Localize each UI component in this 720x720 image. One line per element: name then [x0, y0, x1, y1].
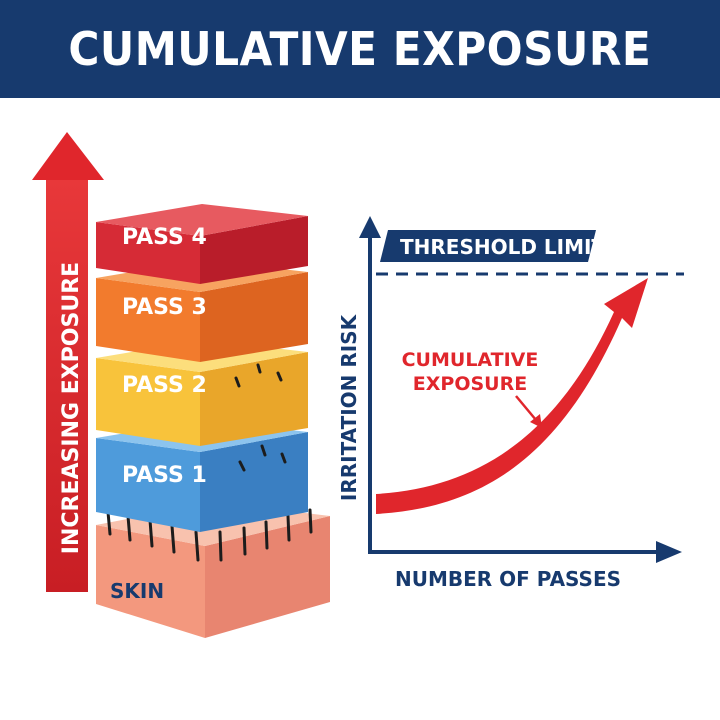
- curve-label-line1: CUMULATIVE: [402, 349, 539, 371]
- threshold-label: THRESHOLD LIMIT: [400, 235, 605, 259]
- pass-2-label: PASS 2: [122, 373, 207, 398]
- title-banner: CUMULATIVE EXPOSURE: [0, 0, 720, 98]
- pass-1-label: PASS 1: [122, 463, 207, 488]
- x-axis-arrowhead: [656, 541, 682, 563]
- pass-4-layer: PASS 4: [96, 204, 308, 284]
- threshold-label-tag: [380, 230, 596, 262]
- y-axis-label: IRRITATION RISK: [337, 313, 361, 501]
- page-title: CUMULATIVE EXPOSURE: [68, 22, 652, 76]
- curve-label-pointer: [515, 395, 542, 428]
- y-axis-arrowhead: [359, 216, 381, 238]
- increasing-exposure-label: INCREASING EXPOSURE: [59, 262, 84, 554]
- chart: THRESHOLD LIMIT IRRITATION RISK NUMBER O…: [337, 216, 684, 591]
- pass-4-label: PASS 4: [122, 225, 207, 250]
- pass-2-layer: PASS 2: [96, 340, 308, 446]
- pass-3-label: PASS 3: [122, 295, 207, 320]
- skin-label: SKIN: [110, 579, 164, 603]
- x-axis-label: NUMBER OF PASSES: [395, 567, 621, 591]
- curve-label-line2: EXPOSURE: [413, 373, 527, 395]
- cumulative-exposure-curve: [376, 278, 648, 514]
- increasing-exposure-arrow: INCREASING EXPOSURE: [32, 132, 104, 592]
